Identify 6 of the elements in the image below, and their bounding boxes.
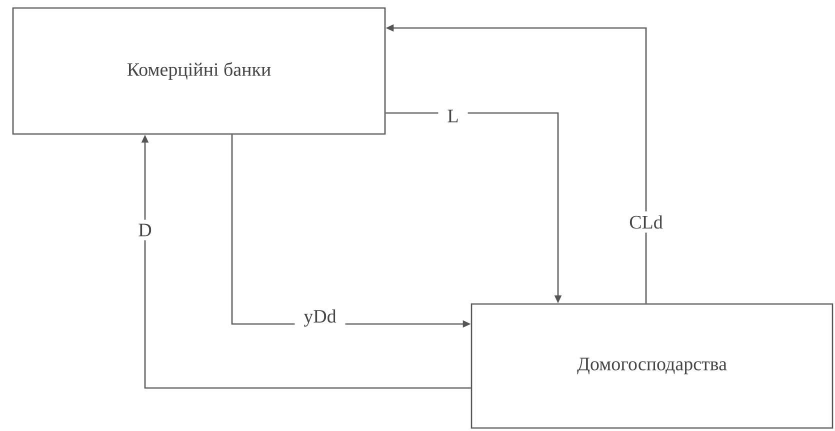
edge-label: D: [129, 220, 161, 240]
box: Домогосподарства: [470, 303, 834, 429]
box: Комерційні банки: [12, 7, 386, 135]
edge-label: CLd: [620, 211, 672, 233]
edge-label: L: [438, 106, 468, 126]
edge-label: yDd: [294, 305, 346, 331]
